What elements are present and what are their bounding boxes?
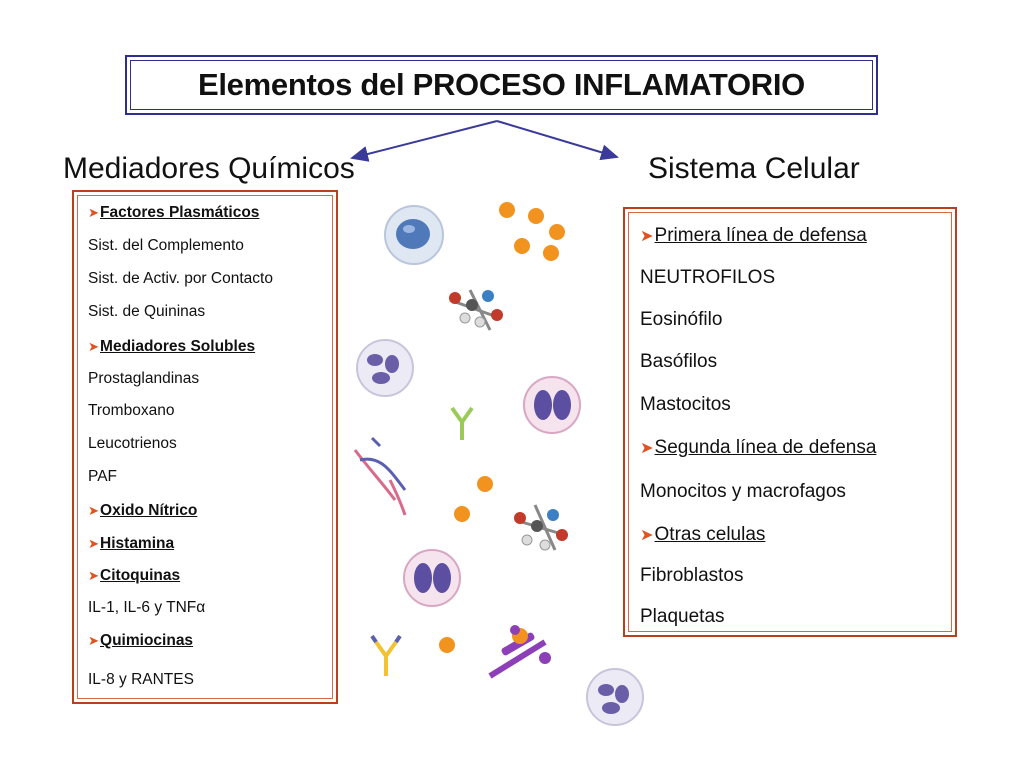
item-label: Basófilos — [640, 351, 718, 372]
mediadores-item: IL-1, IL-6 y TNFα — [88, 599, 205, 617]
item-label: PAF — [88, 468, 117, 485]
sistema-item: NEUTROFILOS — [640, 267, 775, 289]
sistema-item: Plaquetas — [640, 606, 725, 628]
sistema-group-header: ➤Otras celulas — [640, 524, 765, 546]
item-label: Factores Plasmáticos — [100, 204, 260, 221]
sistema-item: Mastocitos — [640, 394, 731, 416]
item-label: Primera línea de defensa — [654, 225, 867, 246]
molecule-icon — [514, 504, 568, 551]
page-title: Elementos del PROCESO INFLAMATORIO — [130, 60, 873, 110]
sistema-item: Eosinófilo — [640, 309, 722, 331]
mediadores-item: Sist. de Activ. por Contacto — [88, 270, 273, 288]
bullet-arrow-icon: ➤ — [88, 339, 100, 354]
item-label: Otras celulas — [654, 524, 766, 545]
item-label: IL-8 y RANTES — [88, 671, 194, 688]
sistema-group-header: ➤Primera línea de defensa — [640, 225, 867, 247]
monocyte-icon — [384, 205, 444, 265]
mediadores-item: PAF — [88, 468, 117, 486]
mediadores-item: Tromboxano — [88, 402, 174, 420]
receptor-icon — [353, 436, 407, 516]
item-label: Mastocitos — [640, 394, 731, 415]
mediadores-item: Prostaglandinas — [88, 370, 199, 388]
molecule-icon — [449, 289, 503, 331]
dot — [454, 506, 470, 522]
item-label: NEUTROFILOS — [640, 267, 776, 288]
eosinophil-icon — [523, 376, 581, 434]
mediadores-item: IL-8 y RANTES — [88, 671, 194, 689]
bullet-arrow-icon: ➤ — [88, 568, 100, 583]
mediadores-group-header: ➤Oxido Nítrico — [88, 502, 197, 520]
item-label: Monocitos y macrofagos — [640, 481, 846, 502]
sistema-item: Basófilos — [640, 351, 717, 373]
dot — [514, 238, 530, 254]
mediadores-group-header: ➤Citoquinas — [88, 567, 180, 585]
item-label: Segunda línea de defensa — [654, 437, 877, 458]
neutrophil-icon — [586, 668, 644, 726]
item-label: Eosinófilo — [640, 309, 723, 330]
bullet-arrow-icon: ➤ — [640, 526, 654, 544]
title-box: Elementos del PROCESO INFLAMATORIO — [125, 55, 878, 115]
bullet-arrow-icon: ➤ — [88, 536, 100, 551]
bullet-arrow-icon: ➤ — [640, 227, 654, 245]
sistema-item: Monocitos y macrofagos — [640, 481, 846, 503]
bullet-arrow-icon: ➤ — [88, 503, 100, 518]
dot — [477, 476, 493, 492]
sistema-item: Fibroblastos — [640, 565, 744, 587]
antibody-icon — [370, 634, 402, 676]
mediadores-group-header: ➤Factores Plasmáticos — [88, 204, 259, 222]
dot — [499, 202, 515, 218]
item-label: IL-1, IL-6 y TNFα — [88, 599, 206, 616]
item-label: Histamina — [100, 535, 175, 552]
dot — [549, 224, 565, 240]
item-label: Mediadores Solubles — [100, 338, 256, 355]
eosinophil-icon — [403, 549, 461, 607]
item-label: Tromboxano — [88, 402, 175, 419]
heading-sistema: Sistema Celular — [648, 152, 860, 185]
chemokine-icon — [488, 625, 551, 679]
mediadores-item: Sist. del Complemento — [88, 237, 244, 255]
dots — [439, 202, 565, 653]
mediadores-item: Leucotrienos — [88, 435, 177, 453]
item-label: Sist. de Activ. por Contacto — [88, 270, 273, 287]
bullet-arrow-icon: ➤ — [88, 205, 100, 220]
dot — [439, 637, 455, 653]
neutrophil-icon — [356, 339, 414, 397]
dot — [528, 208, 544, 224]
item-label: Citoquinas — [100, 567, 181, 584]
item-label: Plaquetas — [640, 606, 725, 627]
item-label: Prostaglandinas — [88, 370, 200, 387]
item-label: Sist. de Quininas — [88, 303, 206, 320]
item-label: Quimiocinas — [100, 632, 194, 649]
item-label: Fibroblastos — [640, 565, 744, 586]
antibody-icon — [450, 406, 474, 440]
heading-mediadores: Mediadores Químicos — [63, 152, 355, 185]
mediadores-item: Sist. de Quininas — [88, 303, 205, 321]
mediadores-group-header: ➤Quimiocinas — [88, 632, 193, 650]
dot — [543, 245, 559, 261]
item-label: Leucotrienos — [88, 435, 177, 452]
item-label: Sist. del Complemento — [88, 237, 244, 254]
bullet-arrow-icon: ➤ — [88, 633, 100, 648]
sistema-group-header: ➤Segunda línea de defensa — [640, 437, 876, 459]
bullet-arrow-icon: ➤ — [640, 439, 654, 457]
mediadores-group-header: ➤Histamina — [88, 535, 174, 553]
mediadores-group-header: ➤Mediadores Solubles — [88, 338, 255, 356]
item-label: Oxido Nítrico — [100, 502, 198, 519]
